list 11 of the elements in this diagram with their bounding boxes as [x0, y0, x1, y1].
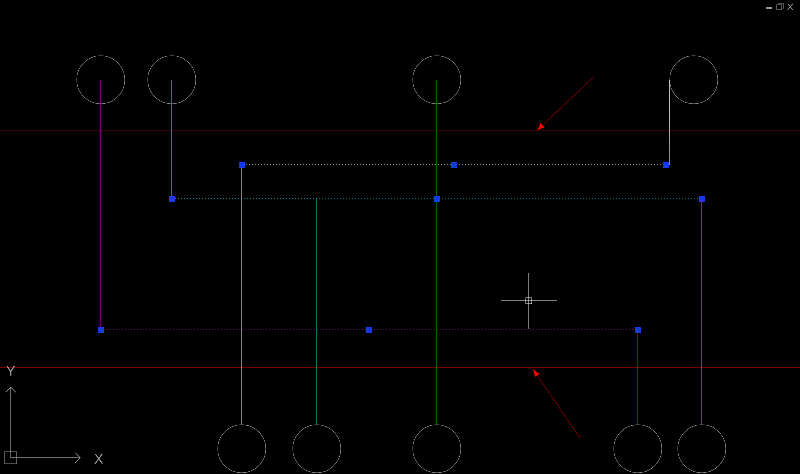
circle-symbol: [292, 424, 342, 474]
circle-symbol: [614, 424, 662, 474]
circle-symbol: [76, 56, 126, 104]
circle-symbol: [218, 424, 266, 474]
axis-label: Y: [6, 366, 16, 376]
circle-symbol: [412, 424, 462, 474]
axis-label: X: [94, 454, 104, 464]
circle-symbol: [670, 56, 718, 104]
circle-symbol: [412, 56, 462, 104]
circle-symbol: [678, 424, 726, 474]
circle-symbol: [148, 56, 196, 104]
